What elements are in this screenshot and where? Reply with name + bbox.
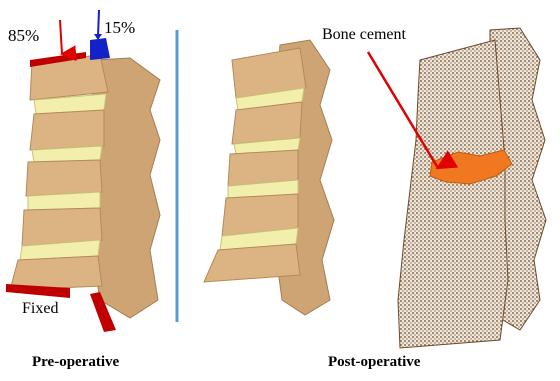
right-load-plate	[90, 38, 110, 60]
vertebra-l5	[10, 256, 102, 290]
vertebra-l3	[26, 160, 102, 196]
post-operative-caption: Post-operative	[328, 354, 420, 371]
load-right-percent-label: 15%	[104, 18, 135, 38]
pre-operative-spine	[6, 10, 160, 332]
post-operative-spine-mesh	[398, 28, 546, 348]
mesh-vertebral-column	[398, 40, 508, 348]
pre-operative-caption: Pre-operative	[32, 354, 119, 371]
load-left-percent-label: 85%	[8, 26, 39, 46]
vertebra-l5	[204, 244, 300, 282]
bone-cement-label: Bone cement	[322, 26, 406, 44]
left-load-arrow	[60, 20, 62, 54]
right-load-arrow	[98, 10, 99, 36]
fixed-label: Fixed	[22, 300, 58, 318]
vertebra-l2	[30, 110, 104, 150]
post-operative-spine-solid	[204, 40, 334, 315]
